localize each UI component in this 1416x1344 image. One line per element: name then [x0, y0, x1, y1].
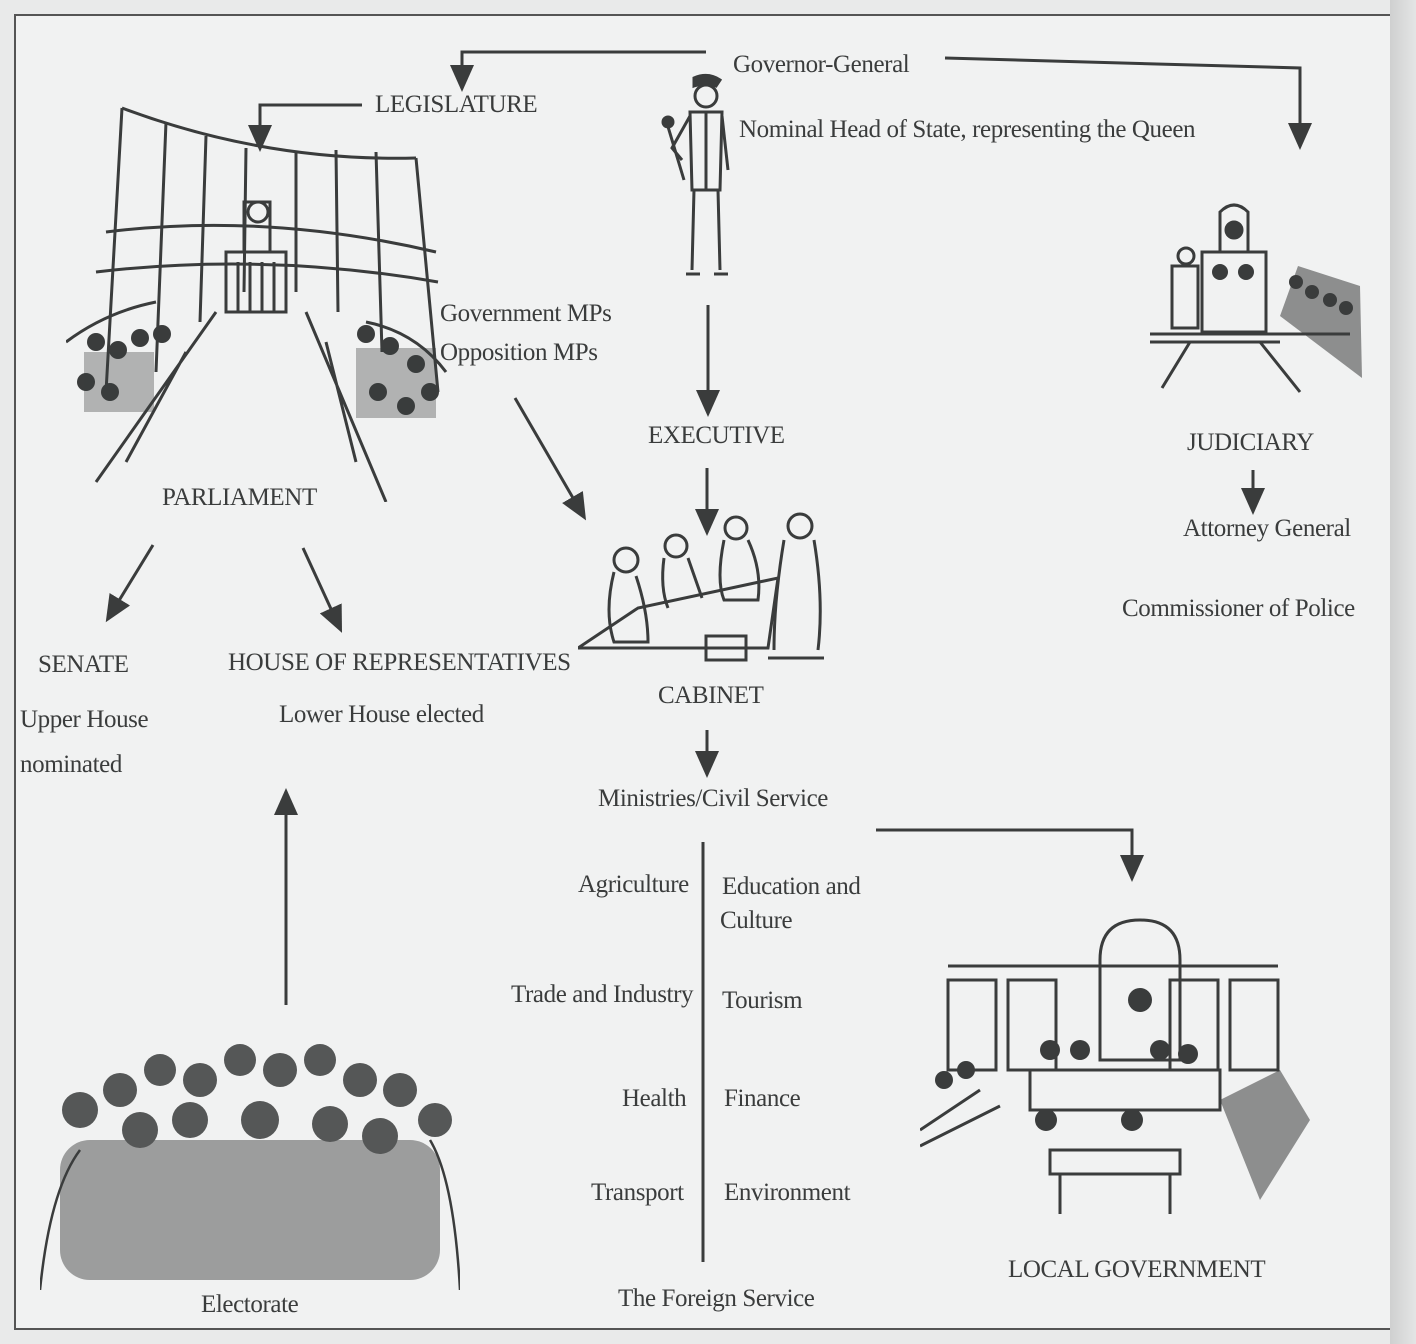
house-line-1: Lower House elected [279, 701, 484, 728]
ministries-title: Ministries/Civil Service [598, 785, 828, 812]
foreign-service-label: The Foreign Service [618, 1285, 815, 1312]
executive-title: EXECUTIVE [648, 422, 785, 449]
ministry-transport: Transport [591, 1179, 684, 1206]
attorney-general-label: Attorney General [1183, 515, 1351, 542]
courtroom-icon [1150, 203, 1362, 393]
local-government-label: LOCAL GOVERNMENT [1008, 1256, 1266, 1283]
judiciary-title: JUDICIARY [1187, 429, 1314, 456]
ministry-finance: Finance [724, 1085, 801, 1112]
ministry-education-line-1: Education and [722, 873, 861, 900]
parliament-chamber-icon [66, 106, 448, 502]
commissioner-police-label: Commissioner of Police [1122, 595, 1355, 622]
arrow-mps-to-cabinet [513, 397, 587, 521]
ministry-trade-industry: Trade and Industry [511, 981, 694, 1008]
crowd-icon [40, 1044, 460, 1290]
senate-line-1: Upper House [20, 706, 149, 733]
opposition-mps-label: Opposition MPs [440, 339, 598, 366]
senate-line-2: nominated [20, 751, 122, 778]
cabinet-meeting-icon [578, 512, 824, 662]
electorate-label: Electorate [201, 1291, 299, 1318]
arrow-legislature-to-parliament [248, 103, 362, 152]
page-edge-shadow [1390, 0, 1416, 1344]
government-mps-label: Government MPs [440, 300, 612, 327]
cabinet-label: CABINET [658, 682, 764, 709]
senate-title: SENATE [38, 651, 129, 678]
legislature-title: LEGISLATURE [375, 91, 538, 118]
governor-general-figure-icon [661, 73, 730, 276]
house-title: HOUSE OF REPRESENTATIVES [228, 649, 571, 676]
ministry-agriculture: Agriculture [578, 871, 689, 898]
ministry-education-line-2: Culture [720, 907, 793, 934]
ministry-health: Health [622, 1085, 687, 1112]
ministry-tourism: Tourism [722, 987, 803, 1014]
governor-general-title: Governor-General [733, 51, 910, 78]
council-chamber-icon [920, 918, 1310, 1214]
ministry-environment: Environment [724, 1179, 851, 1206]
parliament-label: PARLIAMENT [162, 484, 317, 511]
arrow-parliament-to-senate [105, 544, 155, 623]
arrow-parliament-to-house [301, 547, 343, 633]
arrow-gg-to-legislature [450, 50, 706, 92]
arrow-gg-to-judiciary [944, 56, 1312, 150]
governor-general-subtitle: Nominal Head of State, representing the … [739, 116, 1196, 143]
arrow-ministries-to-local-gov [876, 828, 1144, 882]
